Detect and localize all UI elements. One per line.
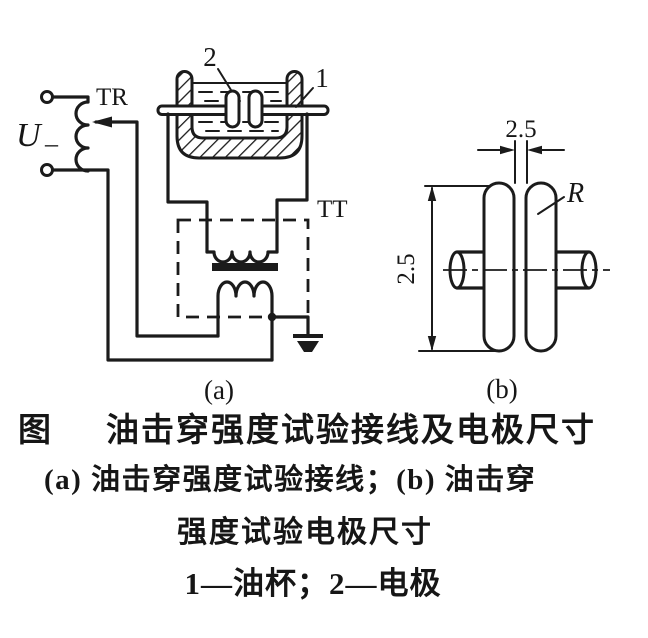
label-tt: TT bbox=[317, 196, 348, 223]
label-radius: R bbox=[566, 178, 584, 209]
terminal-top bbox=[40, 90, 54, 104]
tt-hv-winding bbox=[205, 250, 279, 264]
variac-tr: TR U – bbox=[16, 84, 220, 338]
caption: 图 油击穿强度试验接线及电极尺寸 (a) 油击穿强度试验接线；(b) 油击穿 强… bbox=[18, 411, 596, 601]
tap-arrowhead-icon bbox=[92, 116, 112, 128]
callout-1: 1 bbox=[315, 63, 329, 93]
oil-cup: 2 1 bbox=[156, 42, 330, 254]
terminal-bottom bbox=[40, 163, 54, 177]
caption-title: 油击穿强度试验接线及电极尺寸 bbox=[106, 411, 596, 449]
electrode-left bbox=[224, 89, 241, 129]
circuit-a: TR U – 2 1 bbox=[16, 42, 348, 405]
wire-variac-tap bbox=[94, 120, 220, 338]
arrow-right-icon bbox=[500, 145, 515, 155]
electrode-drawing-b: 2.5 2.5 R (b) bbox=[393, 116, 610, 404]
ground-wire bbox=[270, 315, 310, 336]
sublabel-a: (a) bbox=[204, 375, 234, 405]
oil-cup-wall bbox=[175, 70, 304, 160]
oil-dashes bbox=[198, 91, 285, 132]
arrow-up-icon bbox=[427, 186, 437, 201]
callout-2-leader bbox=[217, 68, 232, 91]
tt-lv-winding bbox=[216, 280, 274, 362]
electrodes bbox=[224, 89, 264, 129]
sublabel-b: (b) bbox=[486, 374, 517, 404]
caption-figure-word: 图 bbox=[18, 413, 51, 449]
tt-enclosure bbox=[176, 218, 310, 319]
caption-subtitle-2: 强度试验电极尺寸 bbox=[177, 515, 433, 549]
electrode-disc-right bbox=[524, 181, 558, 353]
arrow-down-icon bbox=[427, 336, 437, 351]
radius-leader bbox=[537, 196, 565, 215]
label-tr: TR bbox=[96, 84, 128, 111]
callout-2: 2 bbox=[203, 42, 217, 72]
wire-cup-left bbox=[166, 112, 209, 254]
wire-cup-right bbox=[275, 112, 309, 254]
label-source-voltage-sub: – bbox=[44, 129, 59, 158]
tt-core bbox=[212, 263, 278, 271]
height-dimension-value: 2.5 bbox=[393, 253, 420, 284]
caption-subtitle-1: (a) 油击穿强度试验接线；(b) 油击穿 bbox=[44, 462, 536, 496]
dimension-gap: 2.5 bbox=[477, 116, 565, 184]
dimension-height: 2.5 bbox=[393, 185, 500, 352]
electrode-rod-right bbox=[252, 104, 330, 116]
caption-legend: 1—油杯；2—电极 bbox=[185, 566, 442, 601]
label-source-voltage: U bbox=[16, 117, 43, 154]
electrode-disc-left bbox=[482, 181, 516, 353]
test-transformer-tt: TT bbox=[176, 196, 348, 362]
ground-symbol bbox=[270, 315, 323, 352]
gap-dimension-value: 2.5 bbox=[505, 116, 536, 143]
ground-wedge bbox=[297, 341, 319, 352]
wire-top-terminal bbox=[51, 95, 90, 104]
variac-coil bbox=[74, 100, 90, 173]
arrow-left-icon bbox=[527, 145, 542, 155]
electrode-right bbox=[247, 89, 264, 129]
callout-1-leader bbox=[295, 87, 314, 108]
